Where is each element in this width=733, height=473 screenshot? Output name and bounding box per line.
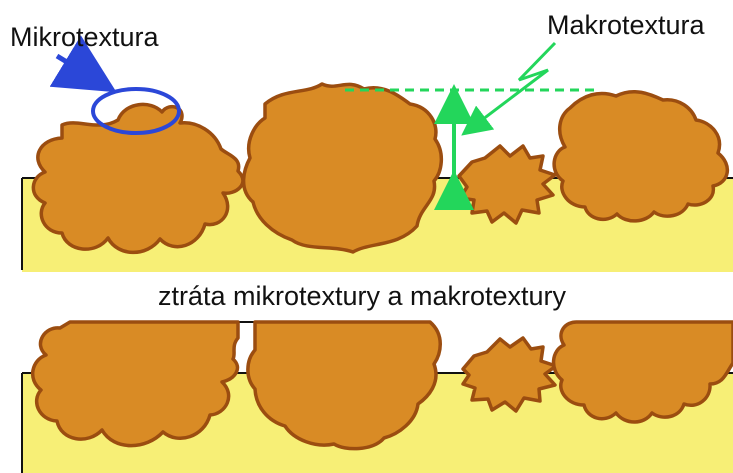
- top-aggregate-4: [554, 92, 727, 221]
- macrotexture-pointer-arrow: [466, 43, 555, 132]
- bottom-panel: [22, 322, 733, 473]
- microtexture-label: Mikrotextura: [10, 22, 160, 52]
- top-panel: Mikrotextura Makrotextura: [10, 10, 733, 272]
- macrotexture-label: Makrotextura: [547, 10, 706, 40]
- caption-label: ztráta mikrotextury a makrotextury: [158, 281, 567, 311]
- top-aggregate-2: [244, 84, 442, 252]
- microtexture-pointer-arrow: [57, 56, 108, 87]
